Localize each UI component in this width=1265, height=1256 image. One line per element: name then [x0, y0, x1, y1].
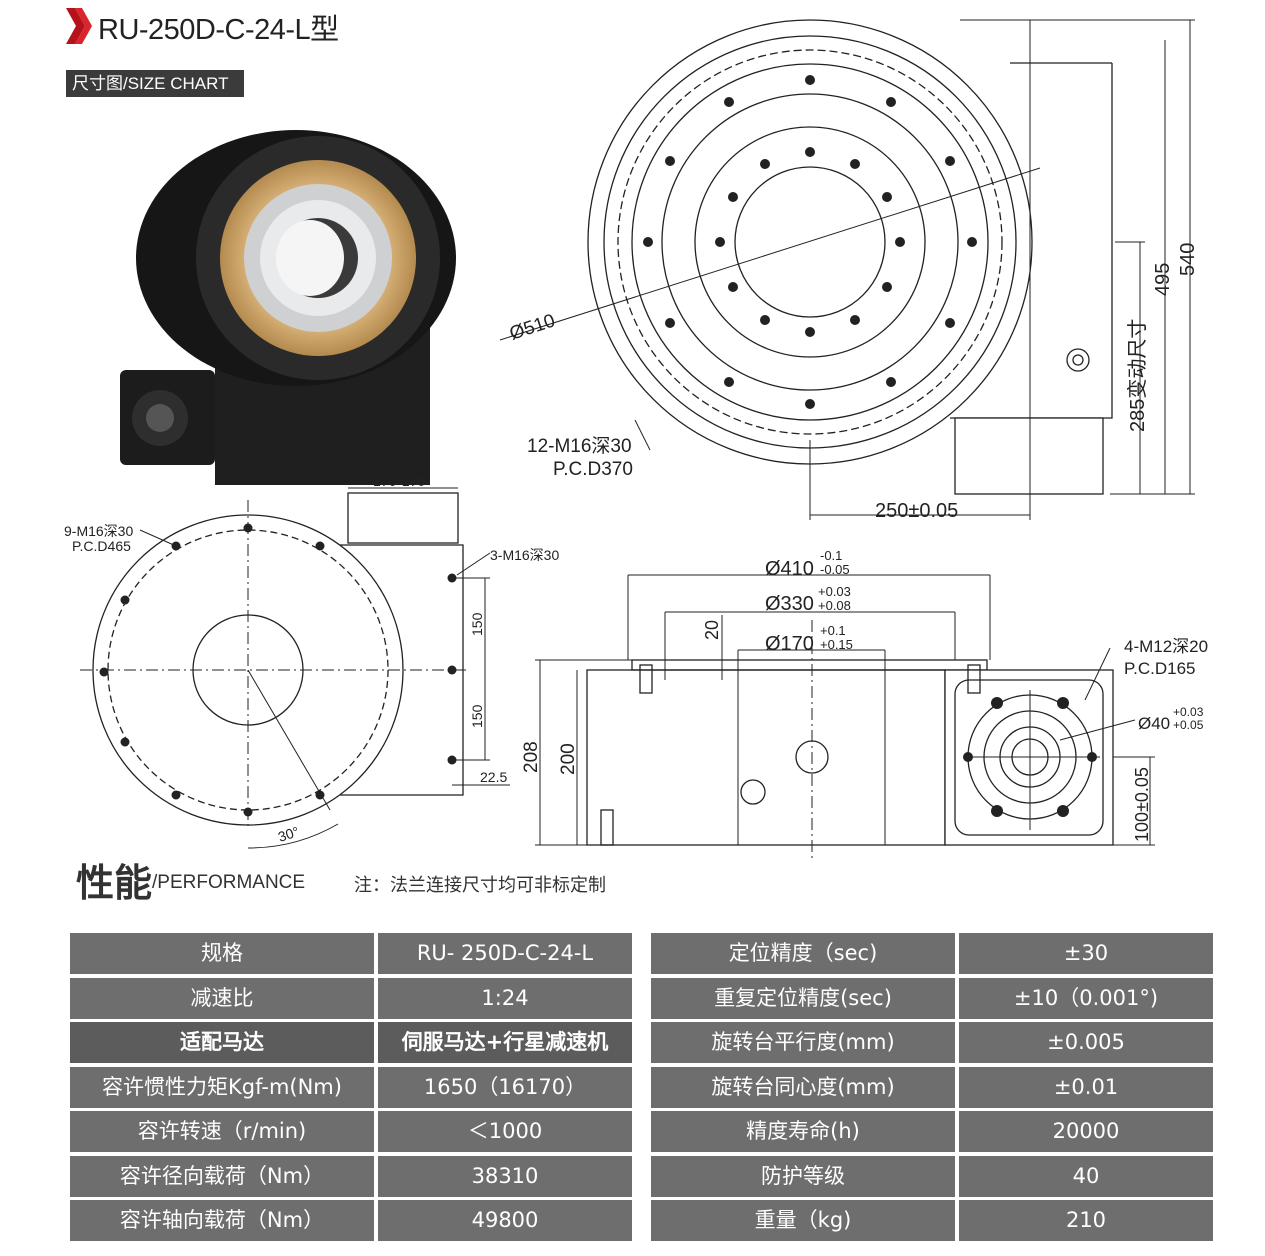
- spec-label: 定位精度（sec): [728, 941, 878, 965]
- front-view-holes: [99, 523, 457, 817]
- spec-value: 20000: [1052, 1119, 1120, 1143]
- spec-value: 210: [1065, 1208, 1107, 1232]
- spec-label: 旋转台同心度(mm): [711, 1074, 895, 1099]
- side-d410-label: Ø410: [765, 558, 814, 580]
- side-d170-label: Ø170: [765, 633, 814, 655]
- spec-label: 防护等级: [761, 1163, 845, 1188]
- side-d330-label: Ø330: [765, 593, 814, 615]
- front-pcd-label: P.C.D465: [72, 538, 131, 554]
- table-row: 适配马达 伺服马达+行星减速机: [70, 1022, 632, 1063]
- side-d40-tol-upper: +0.03: [1173, 705, 1204, 719]
- spec-value: 49800: [471, 1208, 539, 1232]
- spec-label: 容许惯性力矩Kgf-m(Nm): [102, 1074, 342, 1099]
- side-dim-208: 208: [521, 741, 542, 773]
- spec-value: 40: [1072, 1163, 1100, 1188]
- spec-value: 1:24: [481, 985, 529, 1010]
- spec-label: 规格: [201, 941, 243, 965]
- top-diameter-label: Ø510: [507, 310, 558, 344]
- side-view: [535, 574, 1155, 860]
- product-photo: [120, 130, 456, 485]
- table-row: 旋转台平行度(mm) ±0.005: [651, 1022, 1213, 1063]
- spec-label: 重量（kg): [754, 1208, 852, 1232]
- spec-value: RU- 250D-C-24-L: [416, 941, 594, 965]
- side-dim-20: 20: [702, 620, 722, 640]
- table-row: 容许径向载荷（Nm） 38310: [70, 1155, 632, 1197]
- front-flange-label: 170*170: [373, 473, 425, 489]
- front-holes-label: 9-M16深30: [64, 523, 133, 539]
- front-view: [80, 487, 510, 849]
- front-angle-label: 30°: [276, 823, 301, 845]
- side-d40-tol-lower: +0.05: [1173, 718, 1204, 732]
- front-dim-22: 22.5: [480, 769, 507, 785]
- spec-value: ±10（0.001°): [1013, 985, 1159, 1010]
- side-dim-100: 100±0.05: [1132, 767, 1152, 842]
- top-view-holes: [643, 75, 977, 409]
- side-dim-200: 200: [558, 743, 579, 775]
- spec-label: 重复定位精度(sec): [714, 985, 892, 1010]
- front-dim-150b: 150: [469, 704, 485, 728]
- page-title: RU-250D-C-24-L型: [98, 14, 339, 46]
- side-motor-holes-label: 4-M12深20: [1124, 637, 1208, 656]
- chevron-icon: [66, 8, 92, 44]
- spec-value: ±30: [1063, 941, 1109, 965]
- top-variable-label: 285变动尺寸: [1126, 319, 1149, 432]
- spec-label: 减速比: [190, 985, 254, 1010]
- table-row: 重量（kg) 210: [651, 1200, 1213, 1241]
- top-holes-label: 12-M16深30: [527, 435, 632, 457]
- side-d330-tol-lower: +0.08: [818, 598, 851, 613]
- table-row: 重复定位精度(sec) ±10（0.001°): [651, 977, 1213, 1019]
- spec-label: 容许轴向载荷（Nm）: [119, 1208, 325, 1232]
- spec-value: 1650（16170）: [423, 1074, 587, 1099]
- spec-table-right: 定位精度（sec) ±30 重复定位精度(sec) ±10（0.001°) 旋转台平…: [651, 933, 1213, 1245]
- performance-heading-en: /PERFORMANCE: [152, 872, 306, 893]
- spec-value: ±0.01: [1053, 1074, 1119, 1099]
- spec-value: ±0.005: [1047, 1030, 1125, 1054]
- spec-label: 精度寿命(h): [746, 1119, 860, 1143]
- technical-drawing: Ø510 12-M16深30 P.C.D370 250±0.05 540 495…: [64, 19, 1208, 860]
- side-view-holes: [963, 697, 1097, 817]
- table-row: 定位精度（sec) ±30: [651, 933, 1213, 974]
- side-d170-tol-lower: +0.15: [820, 637, 853, 652]
- table-row: 减速比 1:24: [70, 977, 632, 1019]
- spec-label: 适配马达: [180, 1030, 264, 1054]
- spec-table-left: 规格 RU- 250D-C-24-L 减速比 1:24 适配马达 伺服马达+行星减速机…: [70, 933, 632, 1245]
- top-view: [499, 19, 1195, 520]
- performance-heading: 性能: [76, 863, 153, 905]
- spec-value: 伺服马达+行星减速机: [401, 1030, 609, 1054]
- side-d330-tol-upper: +0.03: [818, 584, 851, 599]
- side-d170-tol-upper: +0.1: [820, 623, 846, 638]
- top-width-label: 250±0.05: [875, 500, 958, 522]
- customization-note: 注：法兰连接尺寸均可非标定制: [354, 875, 606, 896]
- spec-label: 容许转速（r/min): [137, 1119, 307, 1143]
- size-chart-badge: 尺寸图/SIZE CHART: [66, 70, 244, 97]
- front-side-holes-label: 3-M16深30: [490, 547, 559, 563]
- table-row: 容许轴向载荷（Nm） 49800: [70, 1200, 632, 1241]
- table-row: 容许转速（r/min) ＜1000: [70, 1111, 632, 1152]
- table-row: 旋转台同心度(mm) ±0.01: [651, 1066, 1213, 1108]
- table-row: 防护等级 40: [651, 1155, 1213, 1197]
- side-motor-pcd-label: P.C.D165: [1124, 659, 1196, 678]
- top-height-center-label: 495: [1152, 263, 1174, 296]
- table-row: 规格 RU- 250D-C-24-L: [70, 933, 632, 974]
- table-row: 精度寿命(h) 20000: [651, 1111, 1213, 1152]
- top-pcd-label: P.C.D370: [553, 459, 633, 480]
- spec-value: 38310: [471, 1163, 539, 1188]
- spec-value: ＜1000: [467, 1119, 543, 1143]
- top-height-total-label: 540: [1177, 243, 1199, 276]
- side-d410-tol-lower: -0.05: [820, 562, 850, 577]
- front-dim-150a: 150: [469, 612, 485, 636]
- table-row: 容许惯性力矩Kgf-m(Nm) 1650（16170）: [70, 1066, 632, 1108]
- side-d410-tol-upper: -0.1: [820, 548, 842, 563]
- side-d40-label: Ø40: [1138, 714, 1170, 733]
- spec-label: 容许径向载荷（Nm）: [119, 1163, 325, 1188]
- spec-label: 旋转台平行度(mm): [711, 1030, 895, 1054]
